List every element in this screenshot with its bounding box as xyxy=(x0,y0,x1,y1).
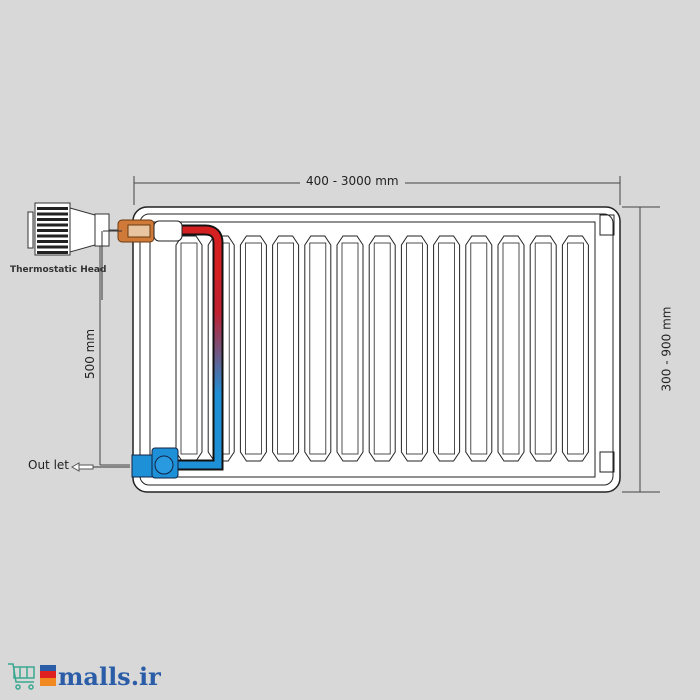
connection-height-label: 500 mm xyxy=(83,325,98,383)
radiator-fin xyxy=(400,235,428,462)
emalls-logo[interactable]: malls.ir xyxy=(56,662,161,691)
radiator-fin xyxy=(272,235,300,462)
thermostatic-head-icon xyxy=(27,202,122,300)
thermostat-rib xyxy=(37,240,68,243)
radiator-fin-inner xyxy=(244,242,262,455)
radiator-fin-inner xyxy=(373,242,391,455)
thermostat-rib xyxy=(37,223,68,227)
thermostatic-valve-icon xyxy=(117,219,183,243)
radiator-fin xyxy=(465,235,493,462)
thermostat-rib xyxy=(37,245,68,249)
radiator-fin-inner xyxy=(309,242,327,455)
radiator-fin-inner xyxy=(502,242,520,455)
thermostatic-head-label: Thermostatic Head xyxy=(10,265,107,275)
thermostat-rib xyxy=(37,234,68,238)
logo-text: malls.ir xyxy=(58,662,161,691)
thermostat-rib xyxy=(37,218,68,221)
radiator-fin xyxy=(497,235,525,462)
outlet-valve-icon xyxy=(131,447,179,479)
width-range-label: 400 - 3000 mm xyxy=(300,174,405,188)
radiator-fin xyxy=(239,235,267,462)
radiator-fin xyxy=(561,235,589,462)
outlet-arrow-icon xyxy=(70,462,130,472)
radiator-fin xyxy=(529,235,557,462)
radiator-fin-inner xyxy=(438,242,456,455)
thermostat-rib xyxy=(37,251,68,254)
thermostat-rib xyxy=(37,207,68,210)
radiator-fin-inner xyxy=(277,242,295,455)
radiator-fin-inner xyxy=(567,242,584,455)
radiator-fin xyxy=(175,235,203,462)
radiator-fin-inner xyxy=(341,242,359,455)
radiator-fin-inner xyxy=(180,242,198,455)
outlet-label: Out let xyxy=(28,458,69,472)
radiator-fin-inner xyxy=(405,242,423,455)
radiator-fin xyxy=(336,235,364,462)
radiator-fin-inner xyxy=(534,242,552,455)
radiator-fin-inner xyxy=(470,242,488,455)
shopping-cart-icon xyxy=(8,663,35,690)
radiator-fin xyxy=(433,235,461,462)
radiator-fin xyxy=(368,235,396,462)
thermostat-rib xyxy=(37,212,68,216)
logo-e-icon xyxy=(40,665,56,686)
height-range-label: 300 - 900 mm xyxy=(659,302,674,396)
thermostat-rib xyxy=(37,229,68,232)
radiator-fin xyxy=(304,235,332,462)
height-dimension-line xyxy=(622,206,660,493)
